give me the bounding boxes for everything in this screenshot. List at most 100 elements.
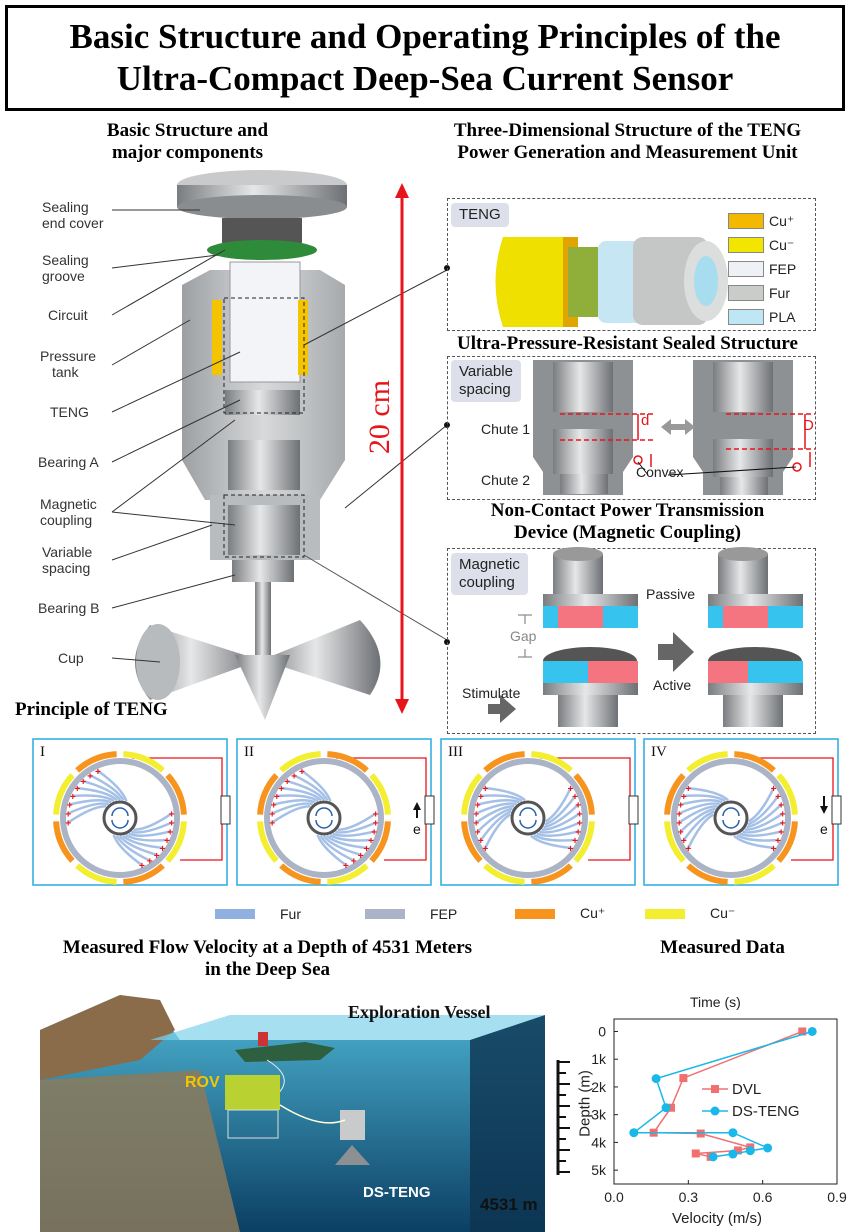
rotation-icon <box>722 807 740 829</box>
principle-panel-4: ++++++++++++++++IVe <box>643 738 842 886</box>
positive-charge: + <box>681 836 687 847</box>
fur-brush <box>271 804 311 824</box>
current-up-arrow-icon <box>413 802 421 810</box>
fur-brush <box>683 794 726 803</box>
copper-positive-electrode <box>257 773 279 815</box>
positive-charge: + <box>167 827 173 838</box>
legend-label: FEP <box>430 905 458 922</box>
positive-charge: + <box>575 827 581 838</box>
tag-text: Magnetic <box>459 556 520 573</box>
panel-numeral: I <box>40 744 45 760</box>
rotor-shaft <box>102 800 138 836</box>
copper-negative-electrode <box>279 751 321 773</box>
positive-charge: + <box>678 827 684 838</box>
positive-charge: + <box>284 777 290 788</box>
data-point-dvl <box>691 1149 700 1158</box>
legend-marker <box>711 1085 719 1093</box>
field-heading: Measured Flow Velocity at a Depth of 453… <box>15 937 520 981</box>
fur-brush <box>530 834 571 850</box>
fur-brush <box>747 795 780 826</box>
fur-brush <box>112 834 143 867</box>
positive-charge: + <box>169 819 175 830</box>
fur-brush <box>335 821 377 834</box>
copper-positive-electrode <box>123 863 165 885</box>
positive-charge: + <box>482 784 488 795</box>
fur-brush <box>476 807 513 833</box>
fur-brush <box>301 769 332 802</box>
positive-charge: + <box>568 784 574 795</box>
positive-charge: + <box>343 861 349 872</box>
positive-charge: + <box>775 792 781 803</box>
label-bearing-b: Bearing B <box>38 600 100 616</box>
fur-brush <box>286 780 326 801</box>
y-tick-label: 2k <box>591 1079 607 1095</box>
fur-brush <box>680 799 723 806</box>
positive-charge: + <box>373 819 379 830</box>
teng-tag: TENG <box>451 203 509 227</box>
fur-brush <box>736 833 779 842</box>
positive-charge: + <box>572 792 578 803</box>
fur-brush <box>319 835 355 862</box>
chute-2-label: Chute 2 <box>481 472 531 488</box>
sensor-label: DS-TENG <box>363 1184 431 1201</box>
stimulate-label: Stimulate <box>462 685 521 701</box>
positive-charge: + <box>577 819 583 830</box>
convex-label: Convex <box>636 464 684 480</box>
legend-item: FEP <box>365 905 515 922</box>
label-bearing-a: Bearing A <box>38 454 99 470</box>
fur-brush <box>97 769 128 802</box>
fur-brush <box>271 802 313 815</box>
positive-charge: + <box>67 801 73 812</box>
positive-charge: + <box>169 809 175 820</box>
label-text: Sealing <box>42 199 89 215</box>
data-point-dvl <box>696 1129 705 1138</box>
data-point-ds-teng <box>807 1026 817 1036</box>
positive-charge: + <box>780 819 786 830</box>
positive-charge: + <box>271 801 277 812</box>
positive-charge: + <box>371 827 377 838</box>
fur-brush <box>273 799 316 806</box>
teng-3d-panel: TENG Cu⁺ Cu⁻ FEP Fur PLA <box>447 198 816 331</box>
copper-positive-electrode <box>573 773 595 815</box>
positive-charge: + <box>70 792 76 803</box>
copper-positive-electrode <box>53 821 75 863</box>
copper-positive-electrode <box>461 821 483 863</box>
label-text: tank <box>52 364 79 380</box>
fur-brush <box>733 834 774 850</box>
legend-label: Cu⁺ <box>580 905 606 921</box>
data-point-ds-teng <box>651 1074 661 1084</box>
current-down-arrow-icon <box>820 806 828 814</box>
data-point-ds-teng <box>708 1152 718 1162</box>
fur-brush <box>118 835 158 856</box>
positive-charge: + <box>778 827 784 838</box>
y-tick-label: 5k <box>591 1162 607 1178</box>
teng-material-legend: Cu⁺ Cu⁻ FEP Fur PLA <box>728 209 796 329</box>
legend-swatch <box>645 908 685 919</box>
sealed-structure-render <box>533 360 815 495</box>
figure-title: Basic Structure and Operating Principles… <box>5 5 845 111</box>
positive-charge: + <box>87 771 93 782</box>
copper-positive-electrode <box>686 863 728 885</box>
copper-negative-electrode <box>664 821 686 863</box>
label-text: Pressure <box>40 348 97 364</box>
panel-numeral: IV <box>651 744 667 760</box>
positive-charge: + <box>482 844 488 855</box>
positive-charge: + <box>478 792 484 803</box>
copper-negative-electrode <box>686 751 728 773</box>
principle-panel-3: ++++++++++++++++III <box>440 738 639 886</box>
legend-item: Cu⁻ <box>645 905 775 922</box>
principle-legend: Fur FEP Cu⁺ Cu⁻ <box>215 905 775 922</box>
fur-brush <box>337 812 377 832</box>
fur-brush <box>544 795 577 826</box>
copper-negative-electrode <box>165 821 187 863</box>
legend-label: Fur <box>280 905 301 922</box>
copper-negative-electrode <box>573 821 595 863</box>
positive-charge: + <box>291 771 297 782</box>
fur-brush <box>82 780 122 801</box>
rotation-icon <box>111 807 129 829</box>
x-tick-label: 0.3 <box>679 1189 699 1205</box>
legend-ds-teng: DS-TENG <box>732 1103 800 1120</box>
fur-brush <box>539 821 581 834</box>
